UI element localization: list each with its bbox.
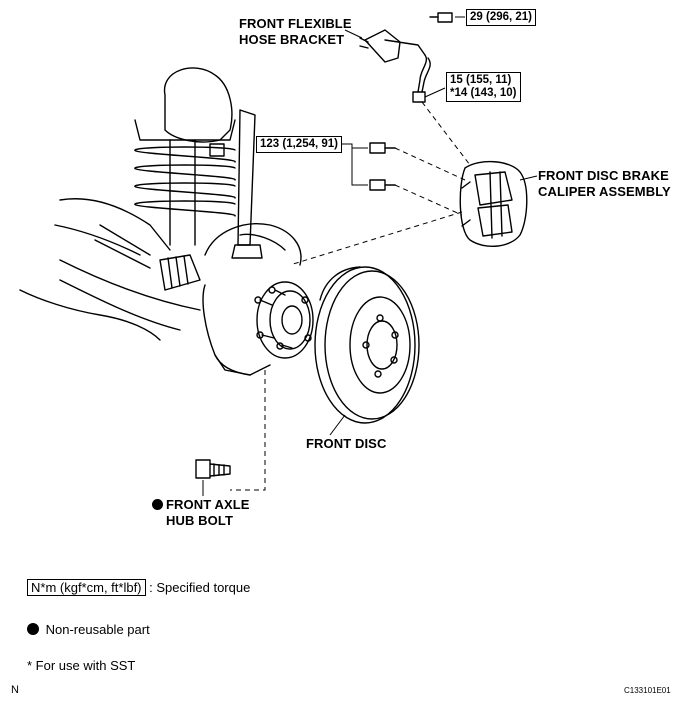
nonreusable-dot-icon: [152, 499, 163, 510]
torque-caliper-bolt: 123 (1,254, 91): [256, 136, 343, 153]
legend-nonreusable-text: Non-reusable part: [45, 622, 150, 637]
legend-torque-unit: N*m (kgf*cm, ft*lbf): [27, 579, 146, 596]
torque-caliper-bolt-value: 123 (1,254, 91): [260, 138, 339, 150]
caliper-label: FRONT DISC BRAKE CALIPER ASSEMBLY: [538, 168, 671, 200]
torque-bracket-bolt-value: 29 (296, 21): [470, 11, 533, 23]
brake-hose: [359, 12, 453, 103]
legend-torque-desc: : Specified torque: [149, 580, 251, 595]
footer-code: C133101E01: [624, 686, 671, 695]
suspension-arms: [19, 109, 263, 341]
footer-left: N: [11, 684, 19, 696]
torque-hose-union-sst-value: *14 (143, 10): [450, 87, 517, 99]
legend-sst: * For use with SST: [27, 658, 136, 673]
hub-bolt-label-line2: HUB BOLT: [166, 513, 233, 528]
hose-bracket-label: FRONT FLEXIBLE HOSE BRACKET: [239, 16, 352, 48]
hub-bolt-drawing: [195, 459, 231, 479]
legend-torque: N*m (kgf*cm, ft*lbf) : Specified torque: [27, 579, 251, 596]
caliper-label-line2: CALIPER ASSEMBLY: [538, 184, 671, 199]
torque-hose-union: 15 (155, 11) *14 (143, 10): [446, 72, 521, 102]
strut-assembly: [134, 67, 236, 246]
caliper-label-line1: FRONT DISC BRAKE: [538, 168, 669, 183]
knuckle-hub: [202, 223, 314, 376]
front-disc-label: FRONT DISC: [306, 436, 387, 451]
front-disc: [314, 266, 420, 424]
torque-hose-union-value: 15 (155, 11): [450, 74, 512, 86]
hub-bolt-label: FRONT AXLE HUB BOLT: [152, 497, 250, 529]
caliper-drawing: [459, 161, 528, 247]
legend-dot-icon: [27, 623, 39, 635]
hub-bolt-label-line1: FRONT AXLE: [152, 497, 250, 513]
caliper-bolts: [369, 142, 396, 191]
hose-bracket-label-line2: HOSE BRACKET: [239, 32, 345, 47]
hose-bracket-label-line1: FRONT FLEXIBLE: [239, 16, 352, 31]
hub-bolt-label-text1: FRONT AXLE: [166, 497, 250, 512]
torque-bracket-bolt: 29 (296, 21): [466, 9, 537, 26]
legend-nonreusable: Non-reusable part: [27, 622, 150, 637]
